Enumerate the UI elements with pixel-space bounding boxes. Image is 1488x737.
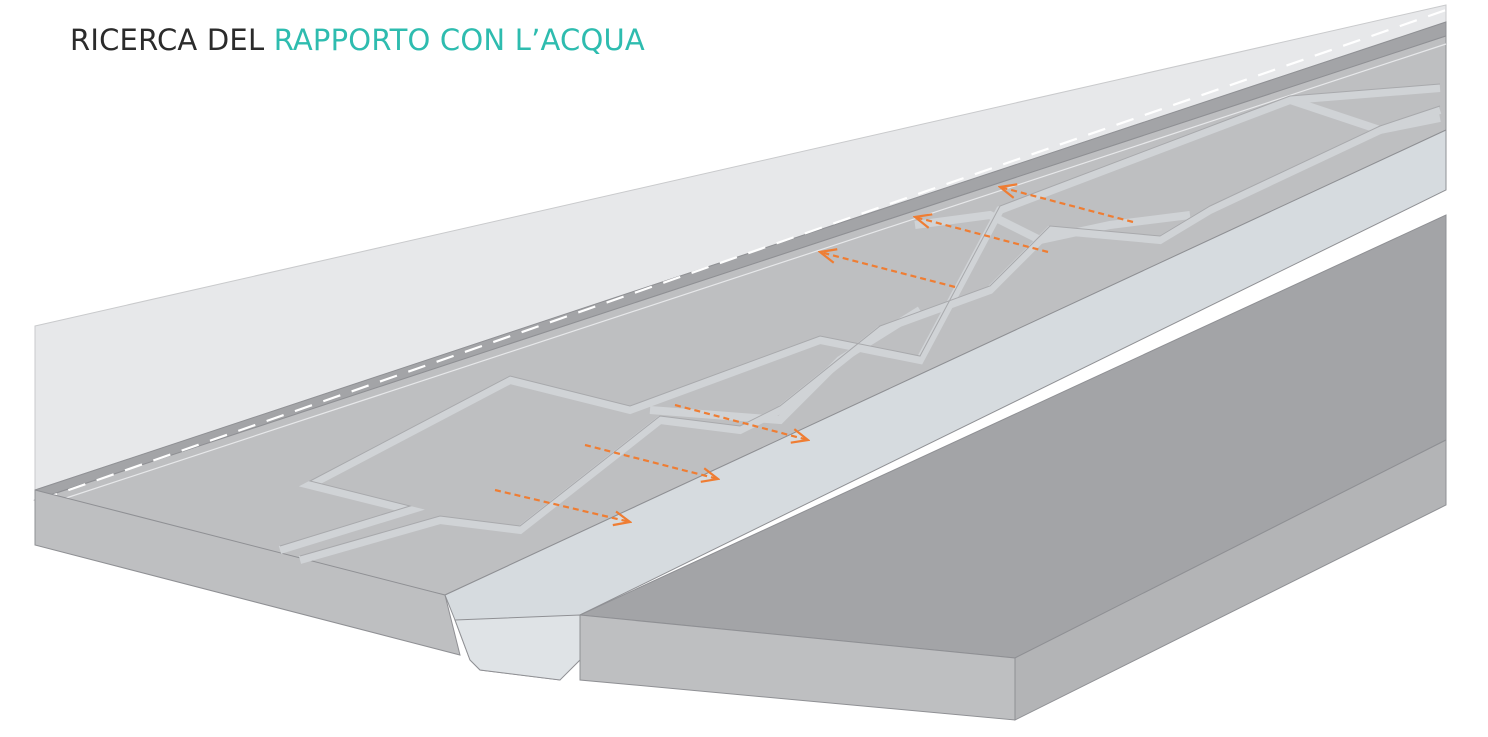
flow-arrows <box>494 187 1134 522</box>
road-dashed-line <box>39 8 1447 502</box>
lower-slope-side <box>1014 439 1447 721</box>
terrace-paths <box>278 84 1442 564</box>
dashed-flow-arrow-icon <box>1000 187 1134 224</box>
path-main <box>278 84 1441 554</box>
channel-face <box>454 614 581 681</box>
dashed-flow-arrow-icon <box>820 252 956 289</box>
path-far-step <box>1288 96 1441 135</box>
path-branch-lower <box>298 106 1442 564</box>
dashed-flow-arrow-icon <box>674 403 808 440</box>
terrace-path-edges <box>279 83 1441 557</box>
road-edge-line <box>59 43 1447 501</box>
dashed-flow-arrow-icon <box>494 488 630 522</box>
path-upper-step <box>914 210 1191 245</box>
title-part-dark: RICERCA DEL <box>70 23 265 57</box>
dashed-flow-arrow-icon <box>584 443 718 479</box>
title-part-accent: RAPPORTO CON L’ACQUA <box>273 23 645 57</box>
page-title: RICERCA DEL RAPPORTO CON L’ACQUA <box>70 20 645 60</box>
dashed-flow-arrow-icon <box>915 217 1049 254</box>
